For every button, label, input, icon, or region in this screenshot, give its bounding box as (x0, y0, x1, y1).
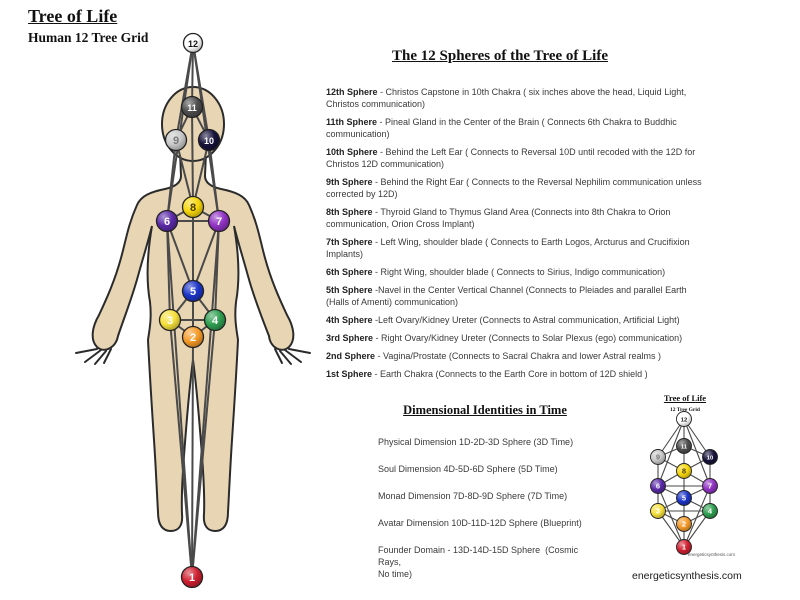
dimensional-item: Physical Dimension 1D-2D-3D Sphere (3D T… (378, 437, 574, 447)
dimensional-item: Avatar Dimension 10D-11D-12D Sphere (Blu… (378, 518, 582, 528)
sphere-description: 4th Sphere -Left Ovary/Kidney Ureter (Co… (326, 315, 680, 325)
sphere-number: 1 (682, 543, 686, 552)
dimensional-heading: Dimensional Identities in Time (403, 403, 567, 417)
sphere-number: 4 (212, 315, 219, 327)
sphere-7 (702, 478, 718, 494)
sphere-4 (702, 503, 718, 519)
tree-grid-spheres: 12 11 9 10 8 6 7 5 3 4 2 1 (155, 32, 231, 589)
sphere-description: 12th Sphere - Christos Capstone in 10th … (326, 87, 687, 109)
sphere-description: 8th Sphere - Thyroid Gland to Thymus Gla… (326, 207, 671, 229)
sphere-number: 3 (167, 315, 173, 327)
grid-line (191, 336, 194, 578)
dimensional-item: Soul Dimension 4D-5D-6D Sphere (5D Time) (378, 464, 558, 474)
sphere-number: 10 (707, 456, 713, 462)
sphere-description: 7th Sphere - Left Wing, shoulder blade (… (326, 237, 690, 259)
grid-line (175, 139, 194, 208)
grid-line (166, 220, 194, 292)
sphere-9 (164, 128, 188, 152)
sphere-number: 10 (204, 136, 214, 146)
sphere-1 (676, 539, 692, 555)
sphere-number: 1 (189, 572, 195, 584)
sphere-6 (650, 478, 666, 494)
sphere-5 (676, 490, 692, 506)
sphere-number: 2 (682, 520, 686, 529)
sphere-number: 9 (173, 135, 179, 147)
sphere-4 (203, 308, 227, 332)
sphere-number: 12 (681, 418, 687, 424)
sphere-10 (702, 449, 718, 465)
mini-tree-caption: energeticsynthesis.com (688, 552, 736, 557)
sphere-description: 2nd Sphere - Vagina/Prostate (Connects t… (326, 351, 661, 361)
sphere-number: 8 (190, 202, 196, 214)
grid-line (166, 139, 177, 222)
sphere-description: 1st Sphere - Earth Chakra (Connects to t… (326, 369, 648, 379)
sphere-12 (182, 32, 204, 54)
sphere-number: 2 (190, 332, 196, 344)
sphere-10 (197, 128, 221, 152)
sphere-11 (180, 95, 204, 119)
grid-line (683, 485, 711, 548)
sphere-number: 7 (216, 216, 222, 228)
grid-line (683, 418, 711, 487)
spheres-heading: The 12 Spheres of the Tree of Life (392, 48, 608, 64)
sphere-description: 9th Sphere - Behind the Right Ear ( Conn… (326, 177, 702, 199)
sphere-description: 3rd Sphere - Right Ovary/Kidney Ureter (… (326, 333, 683, 343)
sphere-5 (181, 279, 205, 303)
sphere-description: 10th Sphere - Behind the Left Ear ( Conn… (326, 147, 696, 169)
page-subtitle: Human 12 Tree Grid (28, 30, 149, 45)
page-title: Tree of Life (28, 6, 118, 26)
mini-tree-title: Tree of Life (663, 393, 707, 403)
sphere-description: 5th Sphere -Navel in the Center Vertical… (326, 285, 687, 307)
sphere-2 (676, 516, 692, 532)
grid-line (191, 220, 220, 578)
grid-line (166, 220, 193, 578)
website-url: energeticsynthesis.com (632, 570, 742, 582)
grid-line (208, 139, 220, 222)
title-block: Tree of Life Human 12 Tree Grid (28, 6, 148, 46)
sphere-number: 4 (708, 507, 713, 516)
sphere-number: 6 (656, 482, 660, 491)
sphere-description: 6th Sphere - Right Wing, shoulder blade … (326, 267, 666, 277)
mini-tree-subtitle: 12 Tree Grid (670, 407, 700, 413)
sphere-number: 9 (656, 453, 660, 462)
sphere-number: 8 (682, 467, 686, 476)
sphere-6 (155, 209, 179, 233)
mini-tree-title-block: Tree of Life 12 Tree Grid (649, 388, 721, 413)
sphere-number: 11 (681, 445, 688, 451)
sphere-3 (158, 308, 182, 332)
fingers (75, 348, 311, 365)
dimensional-item: Monad Dimension 7D-8D-9D Sphere (7D Time… (378, 491, 568, 501)
sphere-number: 12 (188, 39, 198, 49)
sphere-number: 5 (190, 286, 196, 298)
grid-line (192, 139, 210, 208)
grid-line (657, 418, 685, 487)
sphere-7 (207, 209, 231, 233)
dimensional-list: Physical Dimension 1D-2D-3D Sphere (3D T… (378, 436, 602, 595)
sphere-descriptions: 12th Sphere - Christos Capstone in 10th … (326, 86, 706, 386)
sphere-8 (181, 195, 205, 219)
sphere-1 (180, 565, 204, 589)
mini-tree-spheres: 12 11 9 10 8 6 7 5 3 4 2 1 (650, 411, 718, 555)
sphere-8 (676, 463, 692, 479)
sphere-2 (181, 325, 205, 349)
sphere-number: 3 (656, 507, 660, 516)
sphere-number: 11 (187, 103, 197, 113)
sphere-number: 6 (164, 216, 170, 228)
sphere-number: 7 (708, 482, 712, 491)
sphere-description: 11th Sphere - Pineal Gland in the Center… (326, 117, 677, 139)
sphere-11 (676, 438, 692, 454)
sphere-number: 5 (682, 494, 686, 503)
dimensional-item: Founder Domain - 13D-14D-15D Sphere (Cos… (378, 545, 579, 579)
grid-line (657, 485, 685, 548)
grid-line (192, 220, 220, 292)
grid-line (191, 106, 194, 208)
sphere-3 (650, 503, 666, 519)
sphere-9 (650, 449, 666, 465)
sphere-12 (676, 411, 692, 427)
